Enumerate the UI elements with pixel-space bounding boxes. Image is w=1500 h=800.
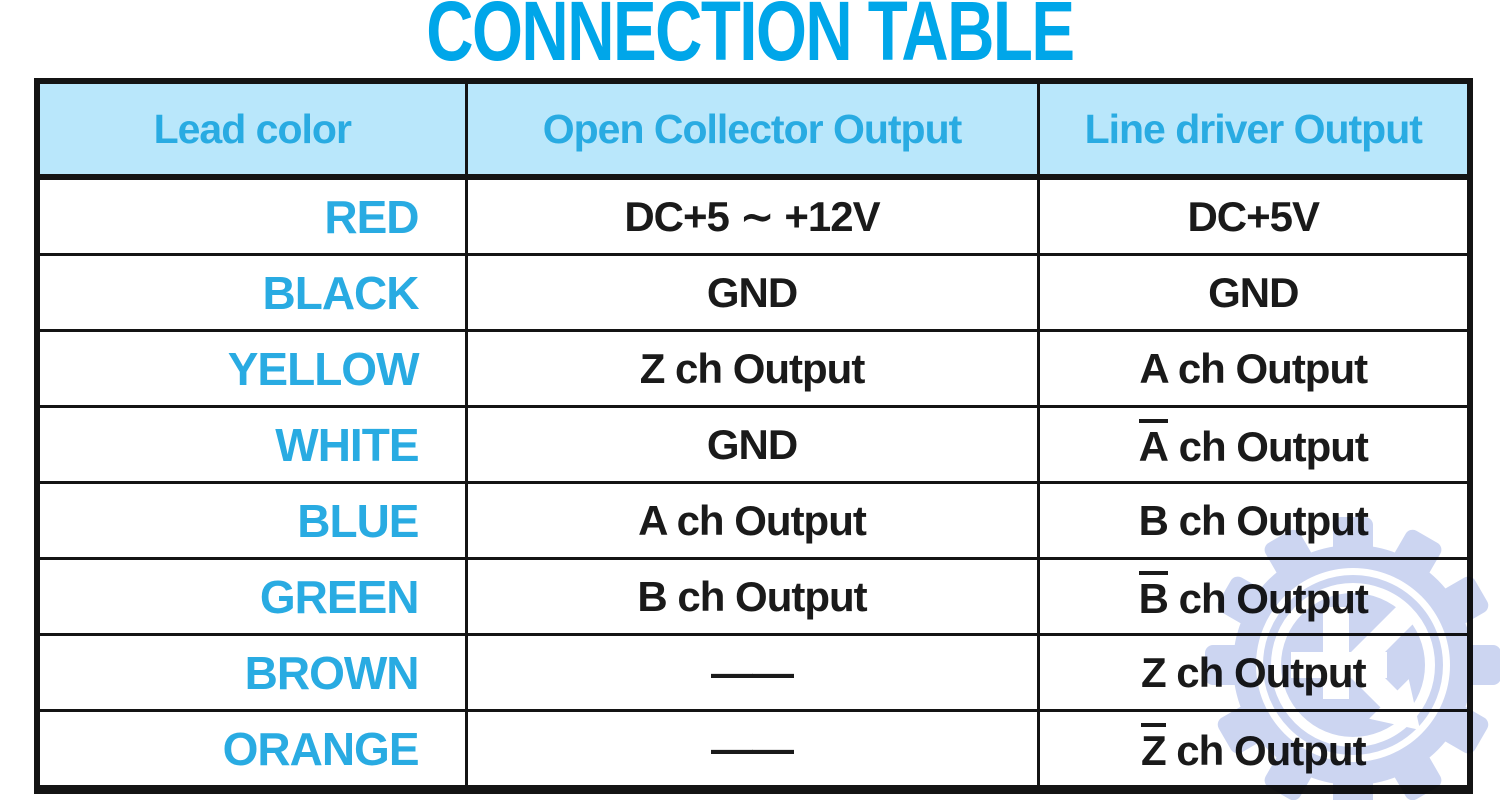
lead-color-cell: YELLOW xyxy=(35,329,468,408)
page-title: CONNECTION TABLE xyxy=(426,0,1075,78)
overline-signal: A xyxy=(1138,418,1169,468)
table-row-orange: ORANGE —— Z ch Output xyxy=(35,709,1472,791)
header-lead-color: Lead color xyxy=(35,79,468,180)
line-driver-cell: B ch Output xyxy=(1036,557,1472,636)
line-driver-text: ch Output xyxy=(1167,574,1369,622)
lead-color-cell: GREEN xyxy=(35,557,468,636)
table-row-green: GREEN B ch Output B ch Output xyxy=(35,557,1472,636)
open-collector-cell: GND xyxy=(464,253,1040,332)
table-row-black: BLACK GND GND xyxy=(35,253,1472,332)
line-driver-cell: GND xyxy=(1036,253,1472,332)
line-driver-text: ch Output xyxy=(1165,726,1366,774)
open-collector-cell: Z ch Output xyxy=(464,329,1040,408)
line-driver-cell: Z ch Output xyxy=(1036,633,1472,712)
line-driver-cell: A ch Output xyxy=(1036,329,1472,408)
line-driver-cell: DC+5V xyxy=(1036,175,1472,256)
line-driver-cell: Z ch Output xyxy=(1036,709,1472,791)
lead-color-cell: RED xyxy=(35,175,468,256)
line-driver-text: A ch Output xyxy=(1139,344,1368,392)
overline-signal: Z xyxy=(1140,722,1167,772)
table-row-yellow: YELLOW Z ch Output A ch Output xyxy=(35,329,1472,408)
overline-signal: B xyxy=(1138,570,1169,620)
header-line-driver-output: Line driver Output xyxy=(1036,79,1472,180)
line-driver-text: DC+5V xyxy=(1187,192,1320,240)
lead-color-cell: WHITE xyxy=(35,405,468,484)
lead-color-cell: ORANGE xyxy=(35,709,468,791)
line-driver-text: Z ch Output xyxy=(1140,648,1367,696)
connection-table: Lead color Open Collector Output Line dr… xyxy=(34,78,1473,794)
open-collector-cell: —— xyxy=(464,633,1040,712)
header-open-collector-output: Open Collector Output xyxy=(464,79,1040,180)
open-collector-cell: DC+5 ∼ +12V xyxy=(464,175,1040,256)
table-row-red: RED DC+5 ∼ +12V DC+5V xyxy=(35,175,1472,256)
lead-color-cell: BLUE xyxy=(35,481,468,560)
open-collector-cell: A ch Output xyxy=(464,481,1040,560)
lead-color-cell: BROWN xyxy=(35,633,468,712)
line-driver-text: B ch Output xyxy=(1138,496,1369,544)
open-collector-cell: —— xyxy=(464,709,1040,791)
table-row-brown: BROWN —— Z ch Output xyxy=(35,633,1472,712)
open-collector-cell: GND xyxy=(464,405,1040,484)
lead-color-cell: BLACK xyxy=(35,253,468,332)
line-driver-cell: A ch Output xyxy=(1036,405,1472,484)
title-bar: CONNECTION TABLE xyxy=(0,0,1500,98)
table-header-row: Lead color Open Collector Output Line dr… xyxy=(35,79,1472,180)
table-row-blue: BLUE A ch Output B ch Output xyxy=(35,481,1472,560)
line-driver-text: GND xyxy=(1208,268,1299,316)
line-driver-text: ch Output xyxy=(1167,422,1369,470)
line-driver-cell: B ch Output xyxy=(1036,481,1472,560)
open-collector-cell: B ch Output xyxy=(464,557,1040,636)
table-row-white: WHITE GND A ch Output xyxy=(35,405,1472,484)
